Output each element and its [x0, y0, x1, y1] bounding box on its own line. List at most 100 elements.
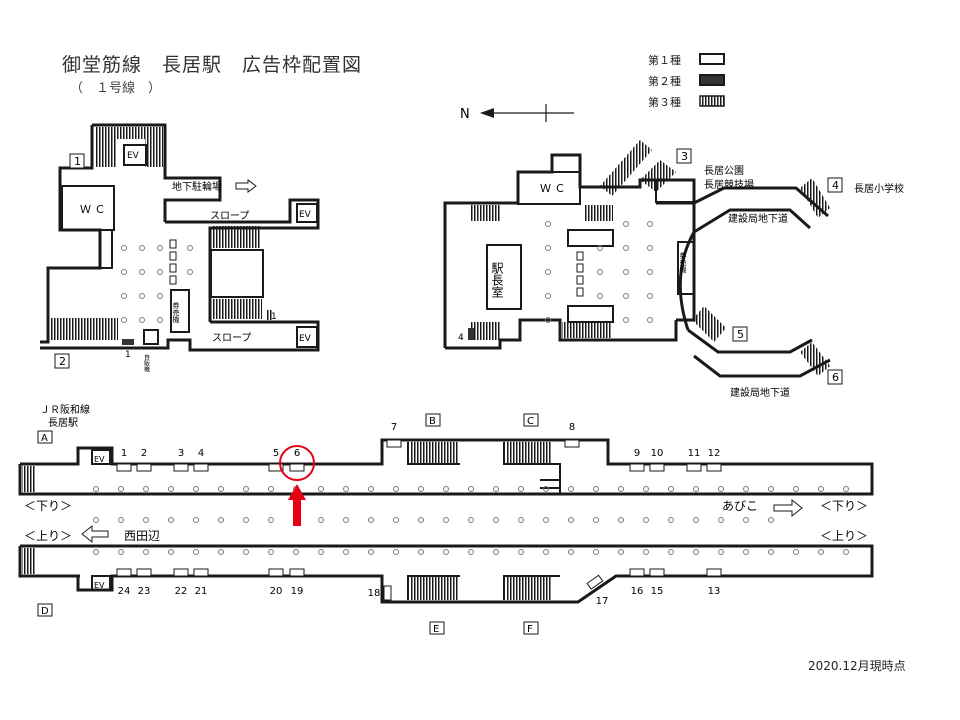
exit-3-label: 3: [681, 150, 688, 163]
pillar: [743, 486, 749, 492]
left-ev-label-2: EV: [299, 210, 312, 220]
vending-label: 自販機: [143, 353, 150, 373]
ad-label-7: 7: [391, 422, 397, 433]
pillar: [443, 486, 449, 492]
slope-label-bottom: スロープ: [212, 332, 251, 344]
pillar: [493, 549, 499, 555]
ad-label-10: 10: [651, 448, 664, 459]
pillar: [468, 517, 474, 523]
ad-label-17: 17: [596, 596, 609, 607]
as-of-date: 2020.12月現時点: [808, 659, 906, 673]
left-stairs: [50, 127, 262, 340]
legend-label-1: 第１種: [648, 54, 681, 67]
pillar: [468, 486, 474, 492]
ad-board-22: [173, 568, 189, 577]
pillar: [318, 517, 324, 523]
ad-board-13: [706, 568, 722, 577]
pillar: [543, 549, 549, 555]
platform-structures: [91, 442, 561, 600]
pillar: [93, 517, 99, 523]
down-right-label: ＜下り＞: [820, 499, 868, 513]
pillar: [643, 486, 649, 492]
pillar: [243, 549, 249, 555]
pillar: [493, 486, 499, 492]
pillar: [643, 517, 649, 523]
exit-5-label: 5: [737, 328, 744, 341]
jr-label-1: ＪＲ阪和線: [40, 403, 90, 416]
pillar: [768, 486, 774, 492]
pillar: [168, 549, 174, 555]
parking-arrow: [235, 179, 257, 193]
ad-board-23: [136, 568, 152, 577]
arrow-right-icon: [773, 498, 803, 518]
ad-board-21: [193, 568, 209, 577]
pillar: [243, 486, 249, 492]
legend-label-2: 第２種: [648, 75, 681, 88]
ad-board-5: [268, 463, 284, 472]
pillar: [368, 549, 374, 555]
slope-label-top: スロープ: [210, 210, 249, 222]
left-wc-label: Ｗ Ｃ: [80, 203, 106, 216]
exit-4-label: 4: [832, 179, 839, 192]
north-label: N: [460, 107, 470, 122]
platform-outline: [18, 438, 874, 604]
pillar: [743, 549, 749, 555]
ad-label-12: 12: [708, 448, 721, 459]
page-title: 御堂筋線 長居駅 広告枠配置図: [62, 54, 363, 76]
ad-label-4: 4: [198, 448, 204, 459]
pillar: [593, 517, 599, 523]
left-pillars: [121, 245, 193, 323]
pillar: [443, 549, 449, 555]
station-office-label: 駅長室: [490, 262, 504, 298]
exit-2-label: 2: [59, 355, 66, 368]
pillar: [118, 486, 124, 492]
tunnel-bottom-label: 建設局地下道: [730, 386, 790, 399]
pillar: [268, 549, 274, 555]
ad-board-3: [173, 463, 189, 472]
park-label-1: 長居公園: [704, 165, 744, 177]
highlight-arrow-head: [288, 484, 306, 500]
ad-board-8: [564, 439, 580, 448]
pillar: [593, 486, 599, 492]
pillar: [493, 517, 499, 523]
left-ev-label-3: EV: [299, 334, 312, 344]
pillar: [193, 517, 199, 523]
pillar: [418, 549, 424, 555]
left-board-1: 1: [125, 350, 131, 360]
ad-board-19: [289, 568, 305, 577]
pillar: [168, 517, 174, 523]
pillar: [318, 549, 324, 555]
pillar: [368, 517, 374, 523]
pillar: [618, 486, 624, 492]
pillar: [343, 517, 349, 523]
up-right-label: ＜上り＞: [820, 529, 868, 543]
pillar: [468, 549, 474, 555]
stair-e-label: E: [433, 624, 439, 635]
highlight-circle: [279, 445, 315, 481]
right-board-4: 4: [458, 333, 464, 343]
ad-label-11: 11: [688, 448, 701, 459]
abiko-label: あびこ: [722, 499, 758, 513]
platform-pillars-top: [93, 486, 849, 492]
ad-label-16: 16: [631, 586, 644, 597]
pillar: [93, 486, 99, 492]
pillar: [843, 486, 849, 492]
pillar: [668, 517, 674, 523]
platform-pillars-track: [93, 517, 774, 523]
park-label-2: 長居競技場: [704, 178, 754, 191]
pillar: [668, 549, 674, 555]
ad-label-5: 5: [273, 448, 279, 459]
pillar: [543, 517, 549, 523]
stair-c-label: C: [527, 416, 534, 427]
highlight-marker: [279, 445, 315, 526]
page-subtitle: （ １号線 ）: [70, 81, 162, 96]
pillar: [393, 517, 399, 523]
pillar: [418, 517, 424, 523]
pillar: [218, 549, 224, 555]
pillar: [718, 486, 724, 492]
pillar: [443, 517, 449, 523]
pillar: [193, 549, 199, 555]
ad-label-9: 9: [634, 448, 640, 459]
